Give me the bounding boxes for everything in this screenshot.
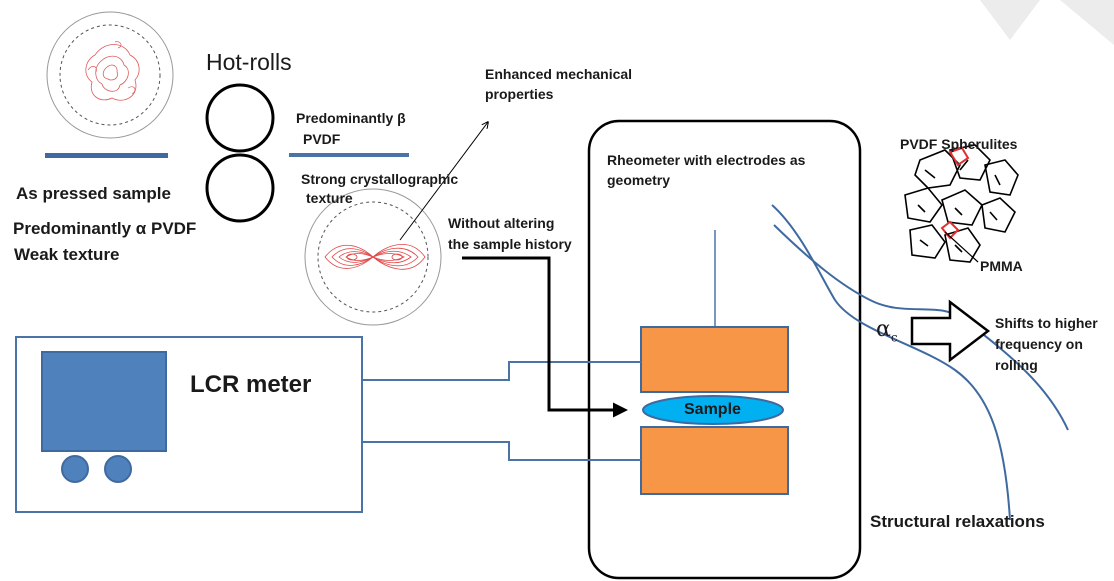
rheometer-label-1: Rheometer with electrodes as xyxy=(607,152,806,168)
hot-roll-top xyxy=(205,83,275,153)
enhanced-label-1: Enhanced mechanical xyxy=(485,66,633,82)
shifts-label-3: rolling xyxy=(995,357,1038,373)
weak-texture-label: Weak texture xyxy=(14,245,120,264)
relaxation-curve-2 xyxy=(773,224,1069,431)
shifts-label-1: Shifts to higher xyxy=(995,315,1098,331)
lcr-meter-label: LCR meter xyxy=(190,371,312,398)
lcr-knob-left xyxy=(61,455,89,483)
enhanced-properties-arrow xyxy=(399,122,488,241)
as-pressed-label: As pressed sample xyxy=(16,184,171,203)
spherulites-sketch xyxy=(904,144,1019,263)
enhanced-label-2: properties xyxy=(485,86,554,102)
without-altering-arrow xyxy=(462,256,628,418)
sample-label: Sample xyxy=(684,401,741,418)
sample-disc xyxy=(642,395,784,425)
rheometer-label-2: geometry xyxy=(607,172,671,188)
structural-relaxations-label: Structural relaxations xyxy=(870,512,1045,531)
rolled-film-bar xyxy=(289,153,409,157)
strong-texture-label-1: Strong crystallographic xyxy=(301,171,459,187)
hot-roll-bottom xyxy=(205,153,275,223)
wire-lower xyxy=(362,441,641,461)
hot-rolls-label: Hot-rolls xyxy=(206,49,292,75)
shifts-label-2: frequency on xyxy=(995,336,1083,352)
rheometer-enclosure xyxy=(587,119,862,580)
rolled-pole-figure xyxy=(304,188,442,326)
predominantly-beta-label: Predominantly β xyxy=(296,110,406,126)
as-pressed-pole-figure xyxy=(46,11,174,139)
pmma-pointer xyxy=(944,231,979,263)
lower-electrode xyxy=(640,426,789,495)
alpha-symbol: α xyxy=(876,317,891,342)
pmma-label: PMMA xyxy=(980,258,1023,274)
pvdf-spherulites-label: PVDF Spherulites xyxy=(900,136,1018,152)
lcr-meter-screen xyxy=(41,351,167,452)
without-altering-label-1: Without altering xyxy=(448,215,555,231)
lcr-knob-right xyxy=(104,455,132,483)
shift-arrow xyxy=(910,299,991,363)
corner-decoration xyxy=(980,0,1114,45)
alpha-subscript: c xyxy=(890,330,898,345)
alpha-c-label: αc xyxy=(876,316,898,345)
pvdf-label: PVDF xyxy=(303,131,341,147)
strong-texture-label-2: texture xyxy=(306,190,353,206)
relaxation-curve-1 xyxy=(771,204,1011,521)
predominantly-alpha-label: Predominantly α PVDF xyxy=(13,219,197,238)
as-pressed-sample-bar xyxy=(45,153,168,158)
without-altering-label-2: the sample history xyxy=(448,236,572,252)
wire-upper xyxy=(362,361,641,381)
upper-electrode xyxy=(640,326,789,393)
